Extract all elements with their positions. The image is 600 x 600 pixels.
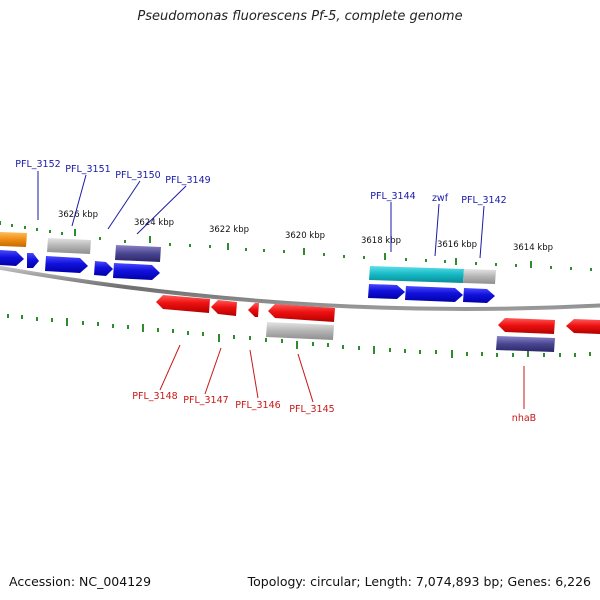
gene-arrow-forward[interactable] [0,250,24,266]
gene-label-reverse[interactable]: PFL_3146 [235,400,280,411]
feature-block-gray[interactable] [47,238,91,254]
ruler-label: 3616 kbp [437,240,477,250]
gene-label-reverse[interactable]: PFL_3147 [183,395,228,406]
gene-label-forward[interactable]: zwf [432,193,449,204]
forward-gene-track [0,250,495,303]
gene-leader-line [136,185,187,235]
feature-block-gray[interactable] [463,269,496,284]
topology-label: Topology: circular; Length: 7,074,893 bp… [247,574,591,589]
ruler-label: 3620 kbp [285,231,325,241]
gene-arrow-forward[interactable] [368,284,405,299]
feature-block-navy[interactable] [496,336,555,352]
gene-label-forward[interactable]: PFL_3142 [461,195,506,206]
gene-label-reverse[interactable]: nhaB [512,413,536,424]
gene-arrow-forward[interactable] [27,253,39,268]
gene-label-forward[interactable]: PFL_3149 [165,175,210,186]
ruler-label: 3624 kbp [134,218,174,228]
gene-arrow-reverse[interactable] [566,319,600,334]
gene-label-forward[interactable]: PFL_3150 [115,170,160,181]
feature-block-navy[interactable] [115,245,161,262]
reverse-gene-track [156,295,600,334]
gene-leader-line [107,180,141,230]
ruler-label: 3622 kbp [209,225,249,235]
gene-arrow-reverse[interactable] [248,303,259,317]
ruler-label: 3614 kbp [513,243,553,253]
gene-leader-line [297,353,314,403]
forward-leader-lines [37,171,485,259]
forward-feature-track [0,232,496,284]
gene-label-reverse[interactable]: PFL_3145 [289,404,334,415]
gene-arrow-forward[interactable] [45,256,88,273]
gene-label-forward[interactable]: PFL_3151 [65,164,110,175]
feature-block-gray[interactable] [266,322,334,340]
gene-label-forward[interactable]: PFL_3144 [370,191,415,202]
genome-backbone [0,265,600,311]
gene-leader-line [159,344,181,391]
gene-label-reverse[interactable]: PFL_3148 [132,391,177,402]
gene-arrow-forward[interactable] [113,263,160,280]
ruler-labels: 3626 kbp 3624 kbp 3622 kbp 3620 kbp 3618… [58,210,553,253]
gene-arrow-forward[interactable] [463,288,495,303]
ruler-label: 3626 kbp [58,210,98,220]
gene-leader-line [479,205,485,259]
ruler-label: 3618 kbp [361,236,401,246]
feature-block-cyan[interactable] [369,266,464,283]
outer-tick-ring [0,221,592,271]
gene-arrow-forward[interactable] [94,261,113,276]
feature-block-orange[interactable] [0,232,27,247]
gene-arrow-reverse[interactable] [156,295,210,313]
forward-gene-labels: PFL_3152 PFL_3151 PFL_3150 PFL_3149 PFL_… [15,159,506,206]
gene-leader-line [434,203,440,257]
genome-title: Pseudomonas fluorescens Pf-5, complete g… [137,9,463,24]
gene-arrow-reverse[interactable] [211,300,237,316]
reverse-leader-lines [159,344,525,409]
gene-leader-line [249,349,259,399]
gene-label-forward[interactable]: PFL_3152 [15,159,60,170]
gene-arrow-forward[interactable] [405,286,463,302]
gene-arrow-reverse[interactable] [498,318,555,334]
gene-leader-line [204,347,222,395]
inner-tick-ring [7,314,591,358]
gene-leader-line [71,174,87,227]
gene-arrow-reverse[interactable] [268,304,335,322]
accession-label: Accession: NC_004129 [9,574,152,589]
reverse-feature-track [266,322,555,352]
reverse-gene-labels: PFL_3148 PFL_3147 PFL_3146 PFL_3145 nhaB [132,391,536,424]
